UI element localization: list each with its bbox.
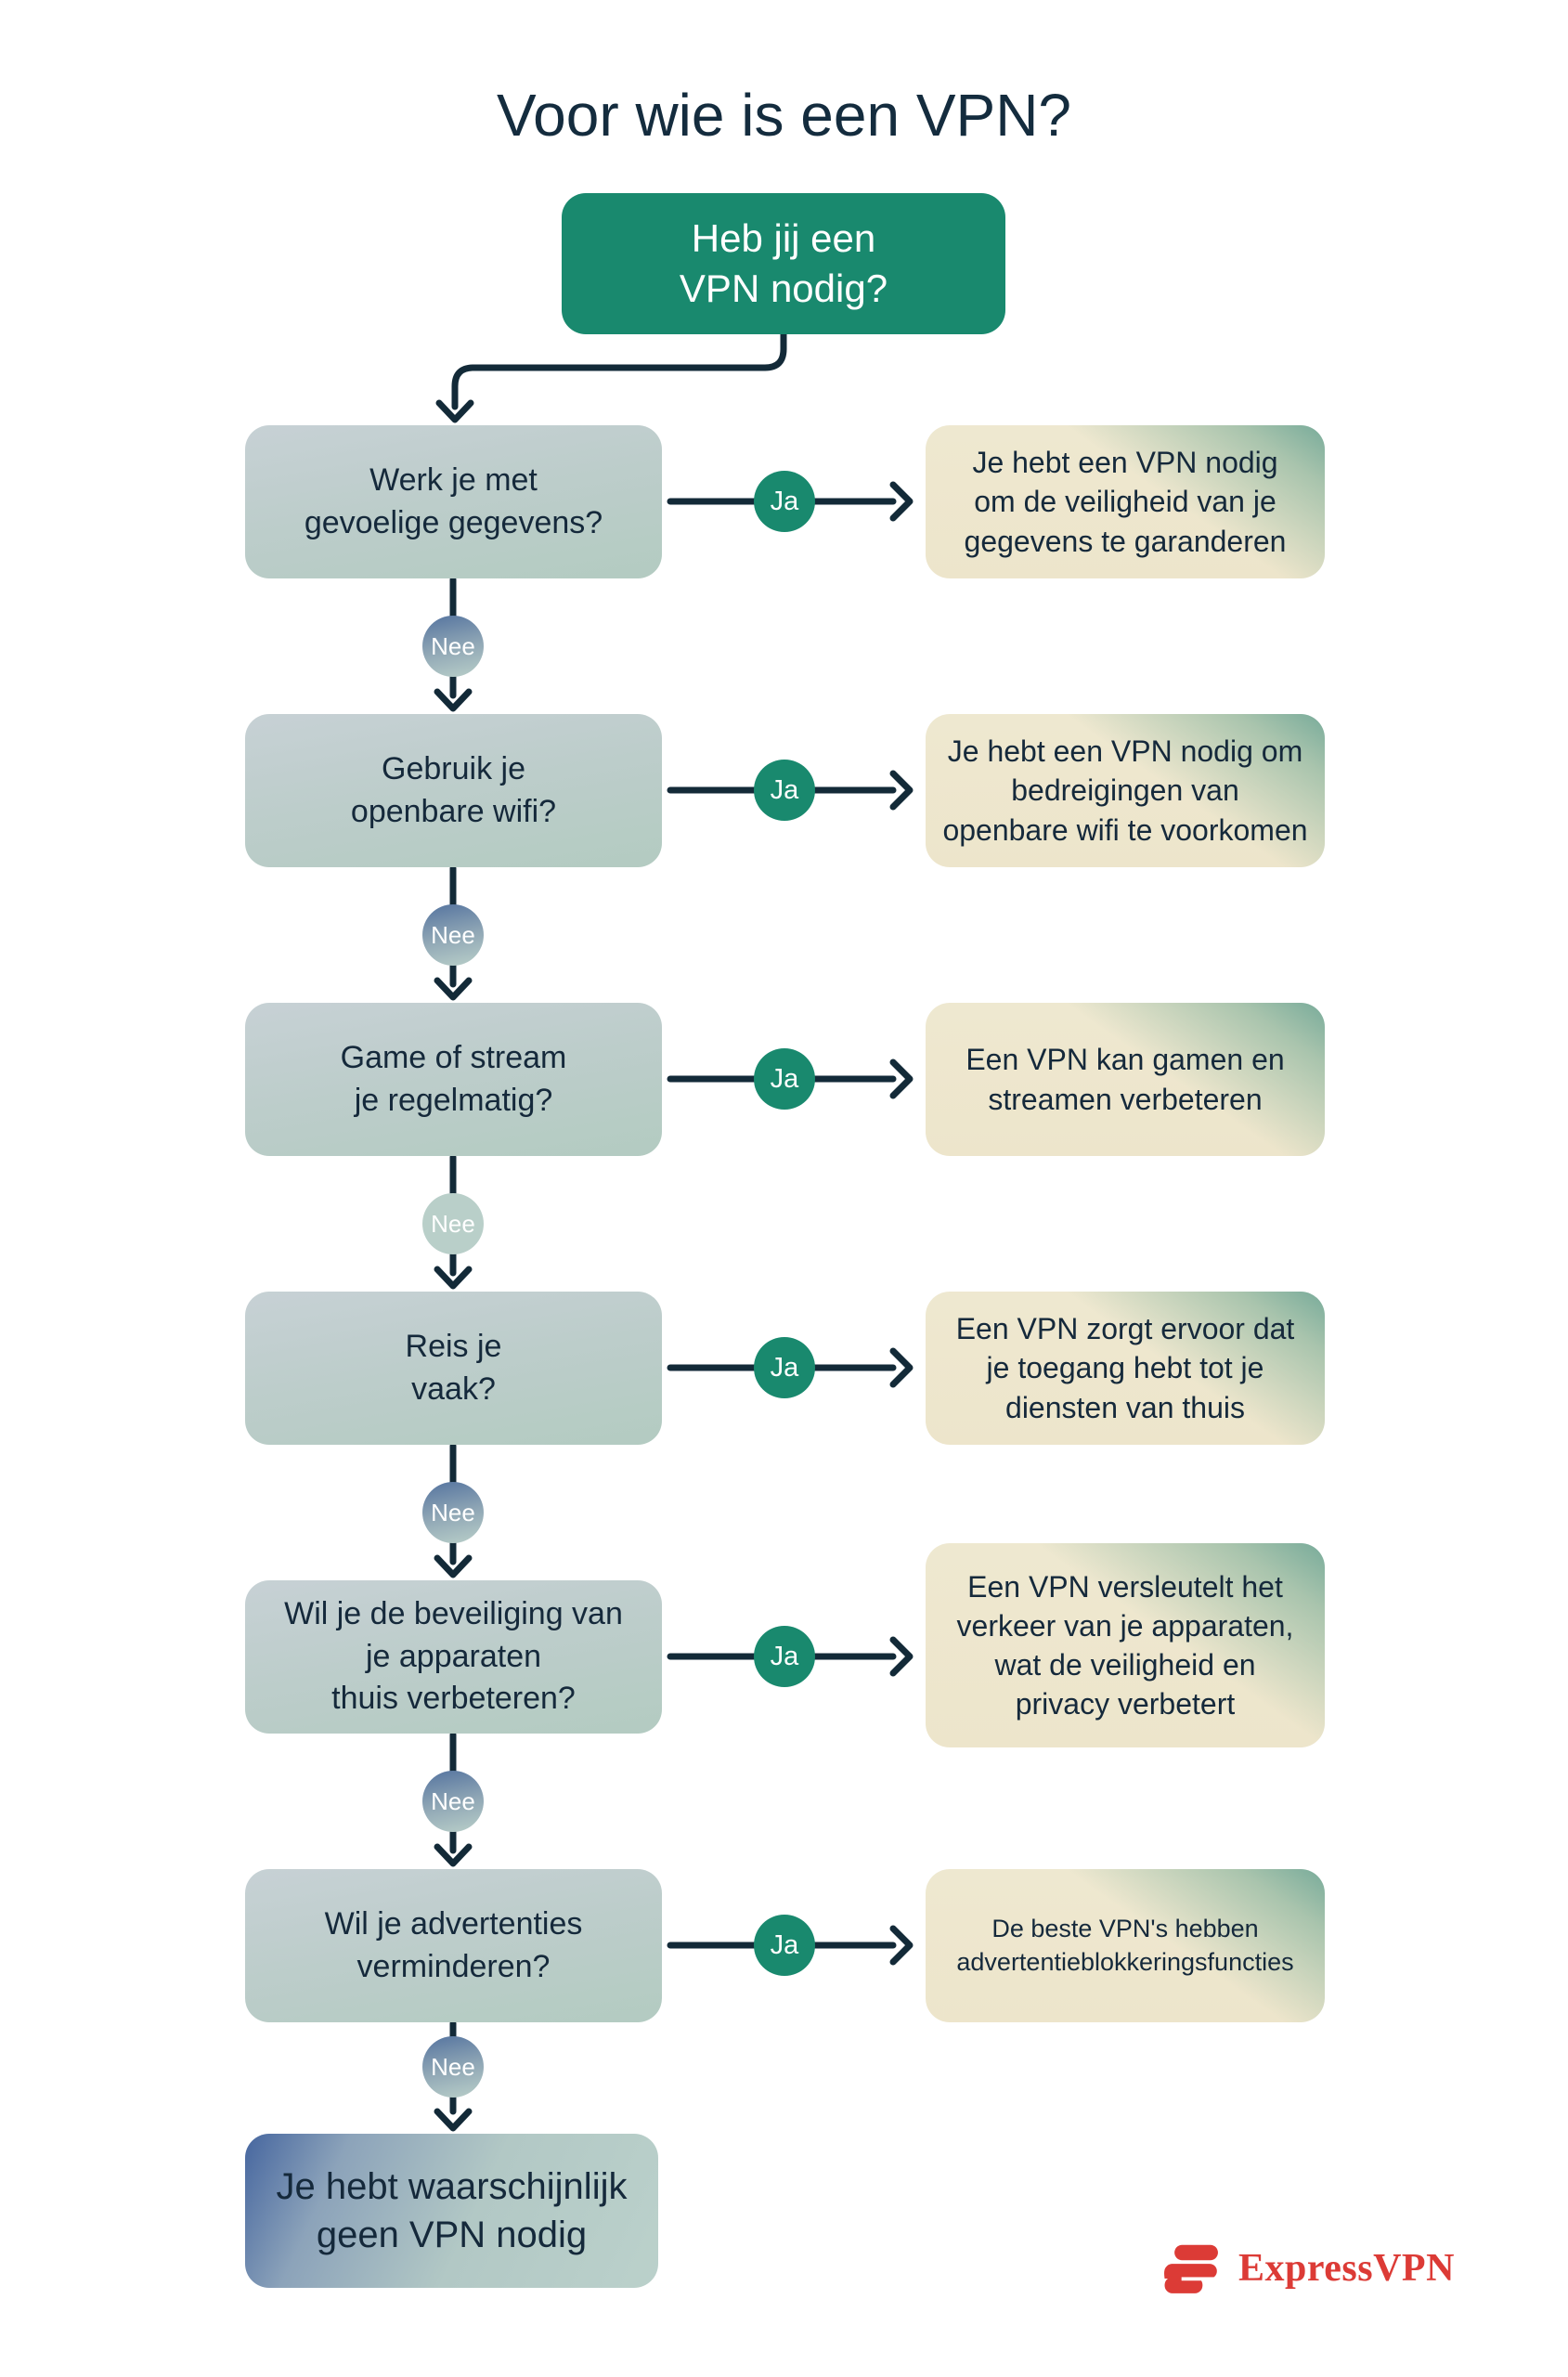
answer-box-2: Je hebt een VPN nodig om bedreigingen va… xyxy=(926,714,1325,867)
expressvpn-logo: ExpressVPN xyxy=(1160,2241,1455,2295)
answer-box-1: Je hebt een VPN nodig om de veiligheid v… xyxy=(926,425,1325,578)
nee-badge-4: Nee xyxy=(422,1482,484,1543)
nee-label: Nee xyxy=(431,2052,475,2081)
root-arrowhead xyxy=(435,399,474,423)
root-question-box: Heb jij een VPN nodig? xyxy=(562,193,1005,334)
ja-badge-4: Ja xyxy=(754,1337,815,1398)
answer-box-4: Een VPN zorgt ervoor dat je toegang hebt… xyxy=(926,1292,1325,1445)
ja-label: Ja xyxy=(770,1929,799,1960)
question-box-2: Gebruik je openbare wifi? xyxy=(245,714,662,867)
answer-box-5: Een VPN versleutelt het verkeer van je a… xyxy=(926,1543,1325,1747)
answer-text: Je hebt een VPN nodig om de veiligheid v… xyxy=(964,446,1287,558)
answer-text: De beste VPN's hebben advertentieblokker… xyxy=(956,1914,1294,1976)
ja-label: Ja xyxy=(770,486,799,516)
nee-label: Nee xyxy=(431,1209,475,1238)
page-title: Voor wie is een VPN? xyxy=(497,82,1071,149)
question-box-1: Werk je met gevoelige gegevens? xyxy=(245,425,662,578)
answer-box-3: Een VPN kan gamen en streamen verbeteren xyxy=(926,1003,1325,1156)
root-connector xyxy=(451,331,787,410)
answer-text: Een VPN versleutelt het verkeer van je a… xyxy=(956,1569,1294,1721)
nee-badge-3: Nee xyxy=(422,1193,484,1254)
ja-badge-2: Ja xyxy=(754,760,815,821)
answer-box-6: De beste VPN's hebben advertentieblokker… xyxy=(926,1869,1325,2022)
question-text: Reis je vaak? xyxy=(405,1328,502,1407)
answer-text: Een VPN zorgt ervoor dat je toegang hebt… xyxy=(955,1312,1295,1424)
question-text: Wil je advertenties verminderen? xyxy=(324,1905,583,1984)
ja-label: Ja xyxy=(770,774,799,805)
ja-badge-6: Ja xyxy=(754,1915,815,1976)
ja-badge-1: Ja xyxy=(754,471,815,532)
nee-badge-2: Nee xyxy=(422,904,484,966)
nee-label: Nee xyxy=(431,1498,475,1526)
question-text: Game of stream je regelmatig? xyxy=(340,1039,567,1118)
nee-label: Nee xyxy=(431,920,475,949)
question-box-4: Reis je vaak? xyxy=(245,1292,662,1445)
final-result-box: Je hebt waarschijnlijk geen VPN nodig xyxy=(245,2134,658,2288)
ja-label: Ja xyxy=(770,1641,799,1671)
question-text: Gebruik je openbare wifi? xyxy=(350,750,557,829)
brand-name: ExpressVPN xyxy=(1238,2247,1455,2290)
answer-text: Je hebt een VPN nodig om bedreigingen va… xyxy=(942,734,1308,847)
nee-badge-6: Nee xyxy=(422,2036,484,2098)
answer-text: Een VPN kan gamen en streamen verbeteren xyxy=(965,1043,1285,1116)
ja-label: Ja xyxy=(770,1063,799,1094)
question-box-6: Wil je advertenties verminderen? xyxy=(245,1869,662,2022)
nee-label: Nee xyxy=(431,1786,475,1815)
ja-badge-3: Ja xyxy=(754,1048,815,1110)
nee-badge-5: Nee xyxy=(422,1771,484,1832)
ja-label: Ja xyxy=(770,1352,799,1383)
root-question-text: Heb jij een VPN nodig? xyxy=(679,216,888,310)
question-text: Werk je met gevoelige gegevens? xyxy=(304,461,603,540)
question-box-3: Game of stream je regelmatig? xyxy=(245,1003,662,1156)
expressvpn-logo-icon xyxy=(1164,2244,1224,2293)
ja-badge-5: Ja xyxy=(754,1626,815,1687)
nee-badge-1: Nee xyxy=(422,616,484,677)
nee-label: Nee xyxy=(431,631,475,660)
question-text: Wil je de beveiliging van je apparaten t… xyxy=(284,1595,623,1717)
question-box-5: Wil je de beveiliging van je apparaten t… xyxy=(245,1580,662,1734)
final-result-text: Je hebt waarschijnlijk geen VPN nodig xyxy=(276,2166,628,2255)
